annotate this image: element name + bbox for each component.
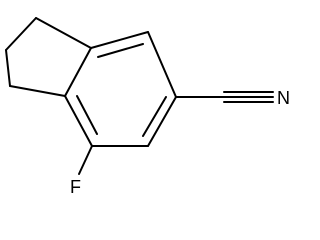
fluorine-label: F [70,177,81,197]
bond-c7-c7a [64,95,93,147]
double-bond-inner-2 [142,96,167,137]
cyclopentane-ring [5,17,92,97]
double-bond-inner-3 [76,95,98,135]
bond-c2-c3 [5,17,37,51]
molecule-structure: F N [5,17,290,197]
bond-c3-c4 [5,49,11,87]
benzene-ring [64,31,177,147]
bond-c4-c7a [9,85,66,97]
bond-c5-c6 [147,96,177,147]
bond-c4-c5 [147,31,177,98]
bond-c7a-c3a [64,47,92,97]
nitrogen-label: N [277,88,290,108]
double-bond-inner-1 [97,43,144,58]
bond-c7-f [78,145,93,175]
bond-c1-c2 [35,17,92,49]
bond-c3a-c4 [90,31,149,49]
